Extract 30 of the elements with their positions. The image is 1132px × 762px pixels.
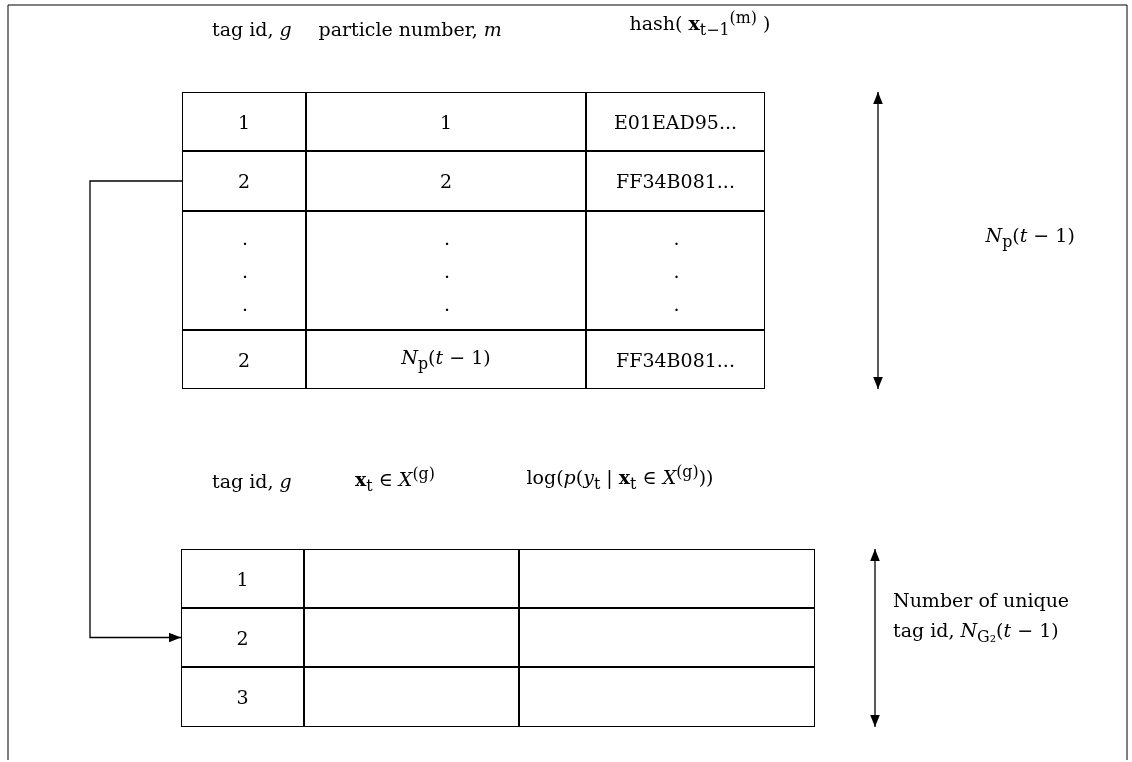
table-cell: 2 [181,608,304,667]
ellipsis-dot: . [673,227,680,249]
ellipsis-dot: . [444,293,451,315]
table-cell: 3 [181,667,304,727]
table-cell: N$_{p}$(t − 1) [306,330,586,389]
table-cell: 2 [182,151,306,211]
ellipsis-dot: . [444,227,451,249]
table-cell: 1 [182,92,306,151]
column-header: tag id, g [212,470,292,492]
ellipsis-dot: . [242,293,249,315]
ellipsis-dot: . [673,260,680,282]
dimension-label: N$_{p}$(t − 1) [985,224,1075,251]
column-header: hash( x$_{t−1}$$^{(m)}$ ) [629,8,771,40]
ellipsis-dot: . [673,293,680,315]
arrow [89,180,183,643]
column-header: tag id, g [212,18,292,40]
table-cell: FF34B081... [586,330,765,389]
table-cell: 1 [181,549,304,608]
table-cell: 1 [306,92,586,151]
dimension-label: Number of unique tag id, N$_{G₂}$(t − 1) [893,588,1071,648]
column-header: particle number, m [318,18,502,40]
table-cell: E01EAD95... [586,92,765,151]
ellipsis-dot: . [242,260,249,282]
column-header: x$_{t}$ ∈ X$^{(g)}$ [355,464,435,496]
ellipsis-dot: . [242,227,249,249]
ellipsis-dot: . [444,260,451,282]
table-cell: 2 [306,151,586,211]
table-cell: 2 [182,330,306,389]
table-cell: FF34B081... [586,151,765,211]
column-header: log(p(y$_{t}$ | x$_{t}$ ∈ X$^{(g)}$)) [526,462,714,494]
